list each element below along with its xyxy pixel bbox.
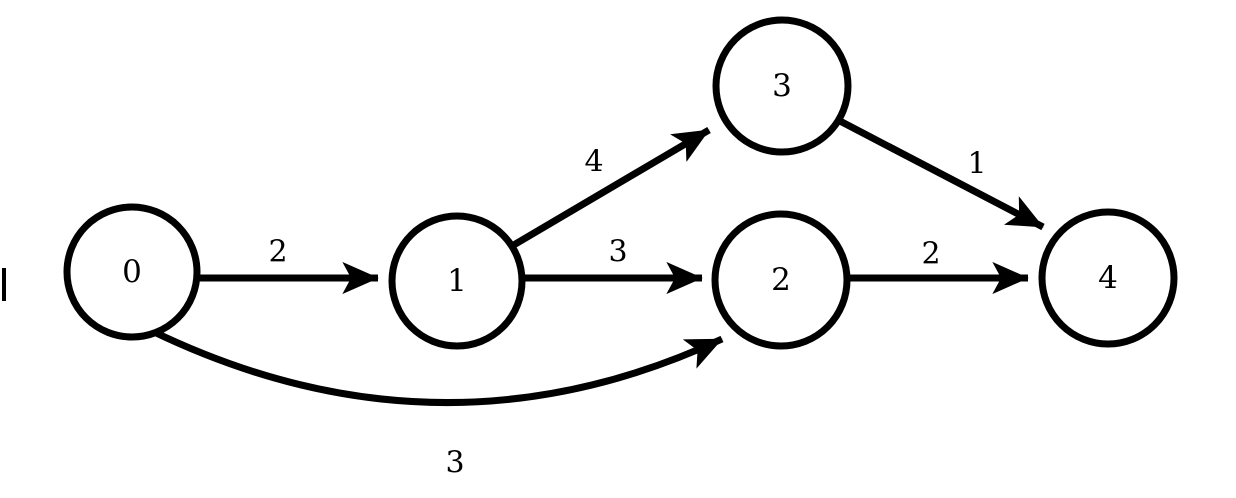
edge-0-to-1-weight: 2 bbox=[268, 235, 287, 270]
edge-3-to-4[interactable]: 1 bbox=[836, 116, 1045, 231]
node-0-label: 0 bbox=[122, 254, 142, 290]
node-2-circle bbox=[711, 210, 851, 350]
edge-2-to-4-weight: 2 bbox=[921, 237, 940, 272]
node-3-circle bbox=[712, 16, 852, 156]
edge-0-to-2[interactable]: 3 bbox=[150, 327, 724, 481]
node-1[interactable]: 1 bbox=[388, 212, 526, 350]
node-3[interactable]: 3 bbox=[712, 16, 852, 156]
node-4-label: 4 bbox=[1098, 260, 1118, 296]
node-3-label: 3 bbox=[772, 68, 792, 104]
node-2-label: 2 bbox=[771, 262, 791, 298]
edge-1-to-3-line bbox=[510, 126, 711, 250]
edge-1-to-2-weight: 3 bbox=[608, 235, 627, 270]
edge-0-to-2-curve bbox=[150, 327, 724, 407]
node-0-circle bbox=[63, 203, 201, 341]
edge-3-to-4-line bbox=[836, 116, 1045, 231]
edge-1-to-3[interactable]: 4 bbox=[510, 126, 711, 250]
edge-1-to-2[interactable]: 3 bbox=[522, 235, 703, 295]
node-0[interactable]: 0 bbox=[63, 203, 201, 341]
node-4-circle bbox=[1038, 208, 1178, 348]
edge-0-to-1[interactable]: 2 bbox=[198, 235, 379, 295]
text-caret-mark bbox=[2, 268, 6, 301]
edge-3-to-4-weight: 1 bbox=[967, 147, 986, 182]
node-2[interactable]: 2 bbox=[711, 210, 851, 350]
node-1-label: 1 bbox=[447, 263, 467, 299]
edge-1-to-3-weight: 4 bbox=[584, 145, 603, 180]
node-group: 0 1 2 3 4 bbox=[63, 16, 1178, 350]
edge-2-to-4[interactable]: 2 bbox=[847, 237, 1029, 295]
edge-group: 2 4 3 2 1 3 bbox=[150, 116, 1045, 481]
node-4[interactable]: 4 bbox=[1038, 208, 1178, 348]
edge-0-to-2-weight: 3 bbox=[445, 446, 464, 481]
node-1-circle bbox=[388, 212, 526, 350]
